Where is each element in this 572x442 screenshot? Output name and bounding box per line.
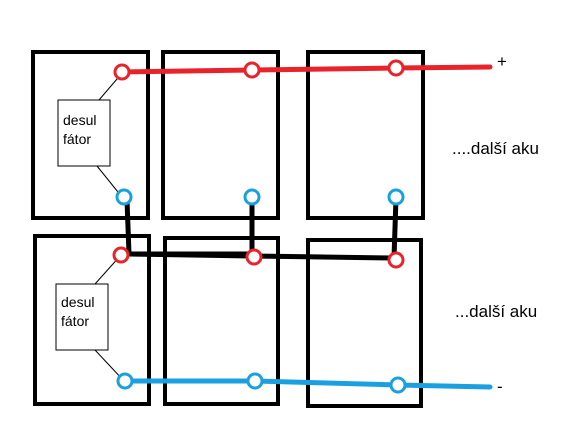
battery-top-1 xyxy=(31,50,150,220)
terminal-bottom-2-positive xyxy=(245,248,263,266)
battery-bottom-3 xyxy=(306,238,423,408)
negative-bus-wire xyxy=(121,378,493,390)
terminal-top-3-negative xyxy=(387,188,405,206)
desulfator-label-bottom-line1: desul xyxy=(61,294,94,310)
terminal-top-2-negative xyxy=(243,188,261,206)
positive-bus-wire xyxy=(119,64,493,75)
link-wire-1 xyxy=(124,198,255,257)
desulfator-label-top-line1: desul xyxy=(63,112,96,128)
terminal-top-3-positive xyxy=(387,59,405,77)
terminal-top-1-negative xyxy=(115,188,133,206)
desulfator-label-top-line2: fátor xyxy=(63,131,91,147)
battery-top-3 xyxy=(306,50,425,220)
terminal-bottom-3-positive xyxy=(387,251,405,269)
desulfator-box-top xyxy=(57,99,111,167)
more-batteries-top-label: ....další aku xyxy=(452,139,539,158)
more-batteries-bottom-label: ...další aku xyxy=(455,302,537,321)
positive-terminal-label: + xyxy=(497,52,507,71)
battery-top-2 xyxy=(161,50,280,220)
terminal-top-2-positive xyxy=(243,61,261,79)
battery-bottom-1 xyxy=(33,234,151,406)
terminal-top-1-positive xyxy=(113,63,131,81)
terminal-bottom-1-negative xyxy=(116,372,134,390)
battery-bottom-2 xyxy=(163,236,280,406)
terminal-bottom-2-negative xyxy=(246,372,264,390)
terminal-bottom-3-negative xyxy=(389,376,407,394)
terminal-bottom-1-positive xyxy=(112,246,130,264)
desulfator-label-bottom-line2: fátor xyxy=(61,313,89,329)
negative-terminal-label: - xyxy=(497,377,503,396)
desulfator-box-bottom xyxy=(55,283,109,351)
link-wire-2 xyxy=(128,197,399,261)
